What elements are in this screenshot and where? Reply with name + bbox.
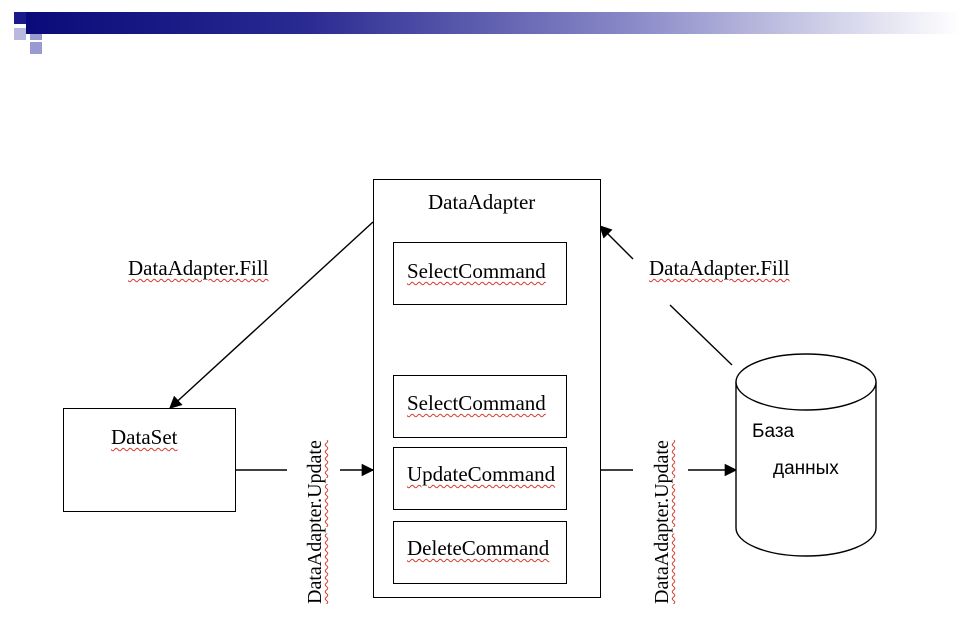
select-command-box-mid — [393, 375, 567, 438]
fill-arrow-to-dataset — [169, 221, 374, 409]
database-label-line1: База — [752, 421, 795, 442]
dataset-label: DataSet — [111, 425, 178, 449]
select-command-box-top — [393, 242, 567, 305]
title-gradient-band — [26, 12, 960, 34]
update-command-label: UpdateCommand — [407, 462, 556, 486]
update-label-right: DataAdapter.Update — [651, 440, 673, 604]
select-command-label-mid: SelectCommand — [407, 391, 546, 415]
update-command-box — [393, 447, 567, 510]
select-command-label-top: SelectCommand — [407, 259, 546, 283]
dataadapter-title: DataAdapter — [428, 190, 536, 214]
title-square-3 — [14, 28, 26, 40]
fill-label-left: DataAdapter.Fill — [128, 256, 269, 280]
database-label-line2: данных — [773, 458, 839, 479]
slide-title-bar — [0, 0, 960, 56]
title-square-1 — [14, 12, 26, 24]
update-label-left: DataAdapter.Update — [304, 440, 326, 604]
fill-label-right: DataAdapter.Fill — [649, 256, 790, 280]
delete-command-box — [393, 521, 567, 584]
database-cylinder — [735, 353, 877, 557]
delete-command-label: DeleteCommand — [407, 536, 550, 560]
dataset-box — [63, 408, 236, 512]
fill-arrow-to-adapter — [599, 225, 733, 366]
title-square-5 — [30, 42, 42, 54]
